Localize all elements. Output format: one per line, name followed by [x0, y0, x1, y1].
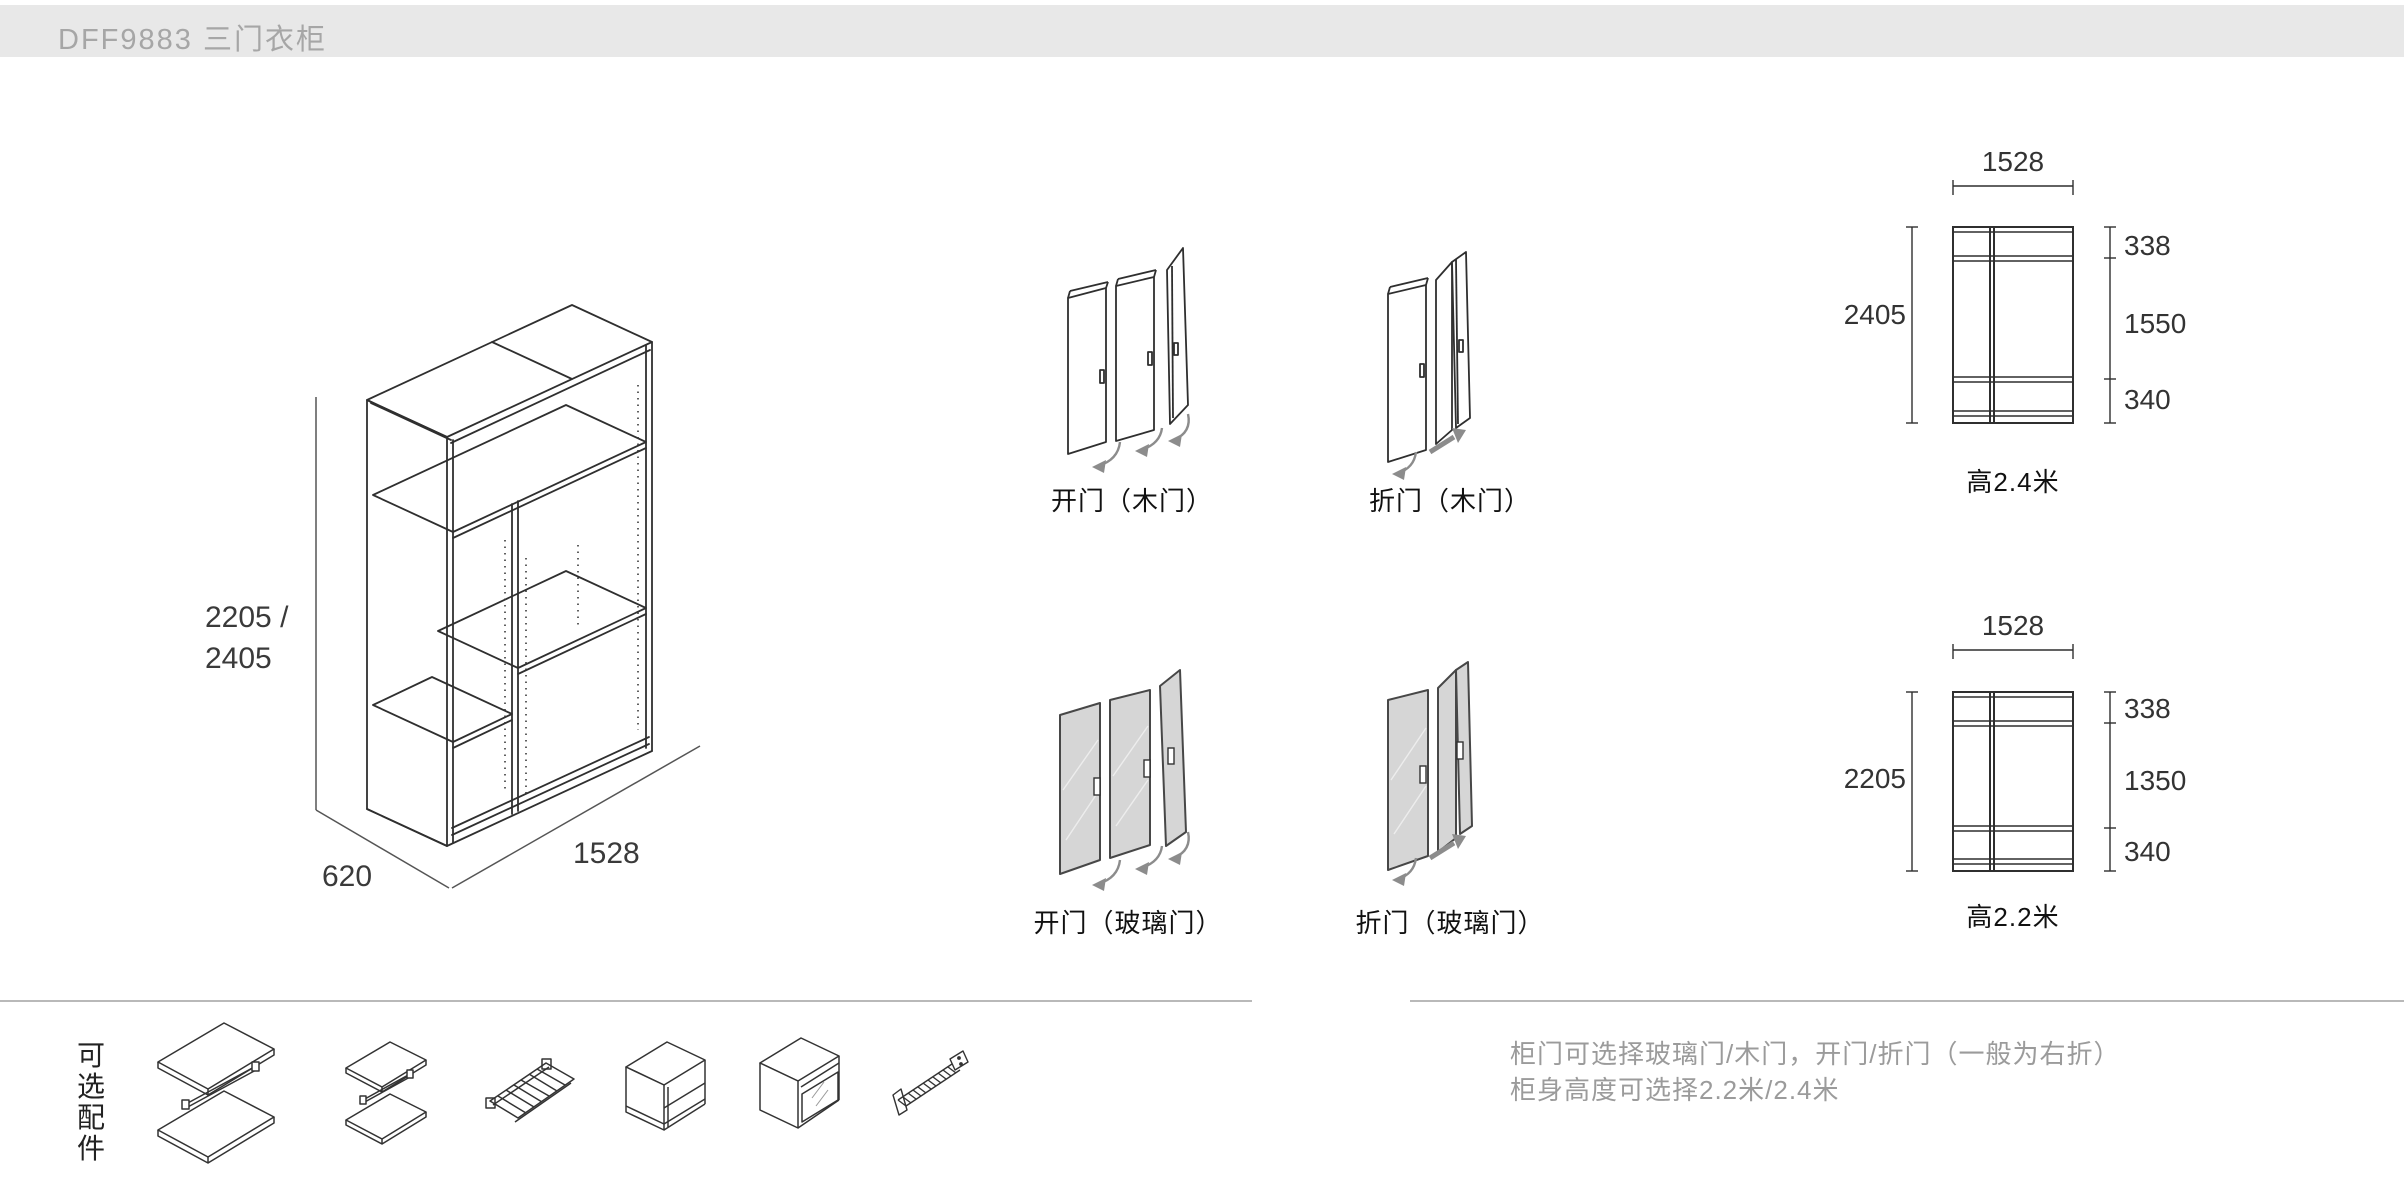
- elevation-2_4m-drawing: [1906, 180, 2116, 424]
- door-option-label-folding-wood: 折门（木门）: [1368, 486, 1531, 516]
- elevation-2_2m-height: 2205: [1843, 763, 1906, 794]
- shelf-with-rod-small-icon: [345, 1041, 427, 1145]
- elevation-2_2m-drawing: [1906, 644, 2116, 872]
- header-bar: [0, 5, 2404, 57]
- open-cabinet-icon: [625, 1041, 706, 1131]
- page-title: DFF9883 三门衣柜: [58, 24, 327, 56]
- section-divider-right: [1410, 1000, 2404, 1002]
- elevation-2_2m-caption: 高2.2米: [1966, 902, 2060, 932]
- elevation-2_4m-section-bottom: 340: [2124, 384, 2171, 415]
- elevation-2_4m-caption: 高2.4米: [1966, 467, 2060, 497]
- elevation-2_4m-width: 1528: [1981, 146, 2045, 177]
- door-option-label-folding-glass: 折门（玻璃门）: [1355, 908, 1545, 938]
- iso-height-line1: 2205 /: [205, 601, 289, 634]
- note-door-options: 柜门可选择玻璃门/木门，开门/折门（一般为右折）: [1510, 1039, 2121, 1069]
- drawer-cabinet-icon: [759, 1037, 840, 1129]
- elevation-2_2m-width: 1528: [1981, 610, 2045, 641]
- door-option-label-hinged-wood: 开门（木门）: [1050, 486, 1213, 516]
- iso-height-dimension: 2205 / 2405: [205, 597, 288, 679]
- trouser-rack-icon: [485, 1058, 575, 1123]
- pull-out-rack-icon: [892, 1050, 969, 1116]
- elevation-2_4m-height: 2405: [1843, 299, 1906, 330]
- folding-glass-doors-drawing: [1387, 661, 1473, 886]
- door-option-label-hinged-glass: 开门（玻璃门）: [1033, 908, 1223, 938]
- iso-depth-dimension: 620: [322, 860, 373, 893]
- elevation-2_2m-section-middle: 1350: [2124, 765, 2187, 796]
- elevation-2_4m-section-top: 338: [2124, 230, 2171, 261]
- section-divider-left: [0, 1000, 1252, 1002]
- hinged-glass-doors-drawing: [1059, 669, 1190, 891]
- note-height-options: 柜身高度可选择2.2米/2.4米: [1510, 1075, 1840, 1105]
- elevation-2_2m-section-bottom: 340: [2124, 836, 2171, 867]
- iso-height-line2: 2405: [205, 642, 272, 675]
- hinged-wood-doors-drawing: [1067, 247, 1190, 473]
- accessories-label: 可选配件: [76, 1040, 105, 1164]
- wardrobe-isometric-drawing: [315, 304, 701, 889]
- folding-wood-doors-drawing: [1387, 251, 1471, 480]
- elevation-2_4m-section-middle: 1550: [2124, 308, 2187, 339]
- elevation-2_2m-section-top: 338: [2124, 693, 2171, 724]
- iso-width-dimension: 1528: [573, 837, 640, 870]
- shelf-with-rod-large-icon: [157, 1022, 275, 1164]
